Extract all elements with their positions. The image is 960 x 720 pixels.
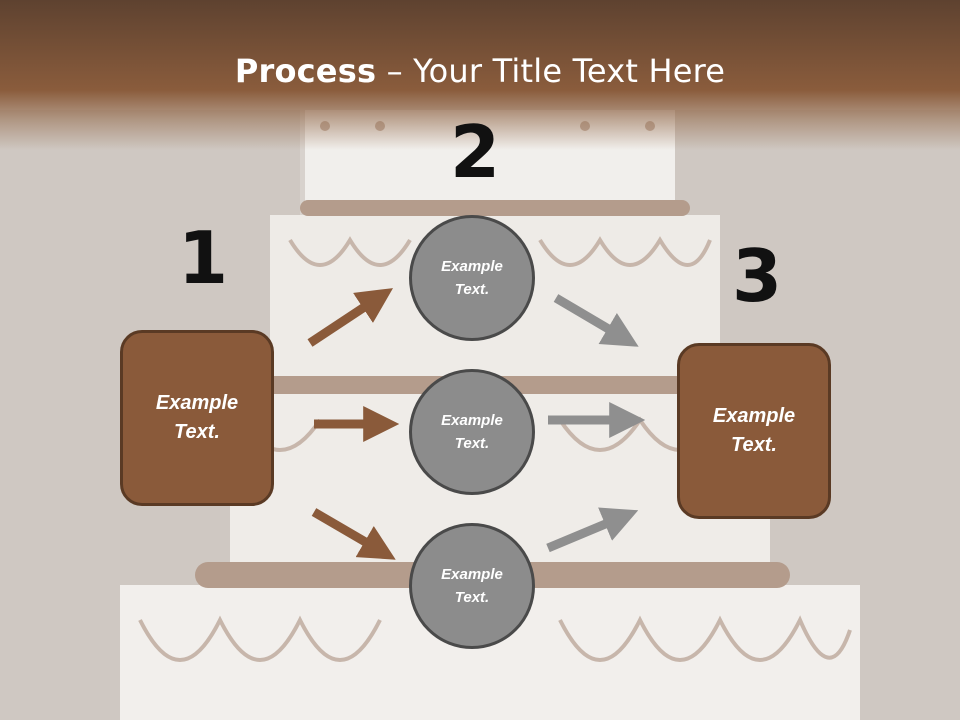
circle-middle-line1: Example bbox=[441, 412, 503, 429]
step-number-3: 3 bbox=[732, 234, 783, 318]
step-3-line2: Text. bbox=[731, 434, 777, 456]
arrow-left-to-bottom bbox=[311, 508, 396, 560]
arrow-top-to-right bbox=[553, 294, 639, 347]
step-3-line1: Example bbox=[712, 405, 796, 427]
circle-top-line2: Text. bbox=[454, 281, 490, 298]
step-1-line2: Text. bbox=[174, 421, 220, 443]
step-number-2: 2 bbox=[450, 110, 501, 194]
title-banner bbox=[0, 0, 960, 150]
title-bold: Process bbox=[234, 52, 377, 90]
arrow-bottom-to-right bbox=[546, 507, 639, 553]
step-number-1: 1 bbox=[178, 216, 229, 300]
circle-top-line1: Example bbox=[441, 258, 503, 275]
page-title: Process – Your Title Text Here bbox=[0, 52, 960, 90]
circle-middle-line2: Text. bbox=[454, 435, 490, 452]
title-rest: – Your Title Text Here bbox=[376, 52, 726, 90]
circle-bottom-line1: Example bbox=[441, 566, 503, 583]
step-1-line1: Example bbox=[155, 392, 239, 414]
circle-bottom-line2: Text. bbox=[454, 589, 490, 606]
arrow-left-to-top bbox=[307, 288, 394, 347]
